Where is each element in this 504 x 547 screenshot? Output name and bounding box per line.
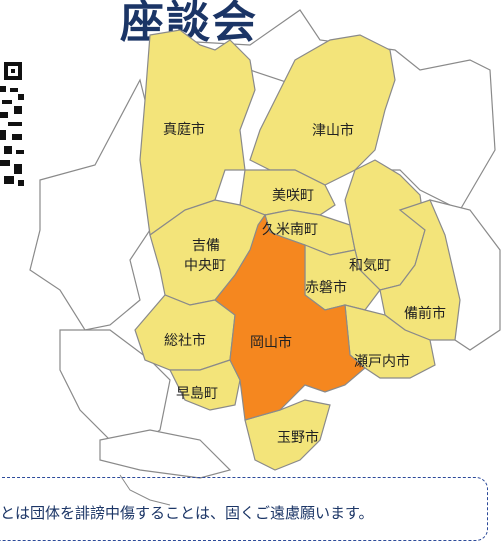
- member-regions: [134, 29, 461, 471]
- label-akaiwa: 赤磐市: [305, 279, 347, 296]
- label-hayashima: 早島町: [176, 386, 218, 402]
- label-kibichuo-line1: 吉備: [192, 238, 220, 254]
- label-kumenan: 久米南町: [262, 222, 318, 238]
- label-soja: 総社市: [164, 332, 206, 349]
- label-wake: 和気町: [349, 258, 391, 274]
- label-tsuyama: 津山市: [312, 122, 354, 139]
- notice-text: とは団体を誹謗中傷することは、固くご遠慮願います。: [0, 504, 374, 522]
- region-maniwa: [139, 29, 256, 237]
- label-misaki: 美咲町: [272, 188, 314, 204]
- label-okayama: 岡山市: [250, 334, 292, 351]
- region-west-outline: [29, 78, 151, 331]
- region-hayashima: [169, 359, 241, 411]
- map-labels: 真庭市 津山市 美咲町 久米南町 吉備中央町 和気町 赤磐市 備前市 総社市 岡…: [163, 121, 446, 446]
- qr-code[interactable]: [0, 60, 26, 188]
- label-kibichuo-line2: 中央町: [184, 258, 226, 274]
- notice-box: [0, 477, 488, 541]
- label-setouchi: 瀬戸内市: [354, 353, 410, 370]
- label-bizen: 備前市: [404, 305, 446, 322]
- coastline-detail: [119, 474, 171, 506]
- label-kibichuo: 吉備中央町: [184, 238, 226, 274]
- region-south-outline: [99, 429, 232, 479]
- region-tamano: [244, 399, 331, 471]
- region-okayama: [214, 213, 366, 421]
- label-maniwa: 真庭市: [163, 121, 205, 138]
- label-tamano: 玉野市: [277, 429, 319, 446]
